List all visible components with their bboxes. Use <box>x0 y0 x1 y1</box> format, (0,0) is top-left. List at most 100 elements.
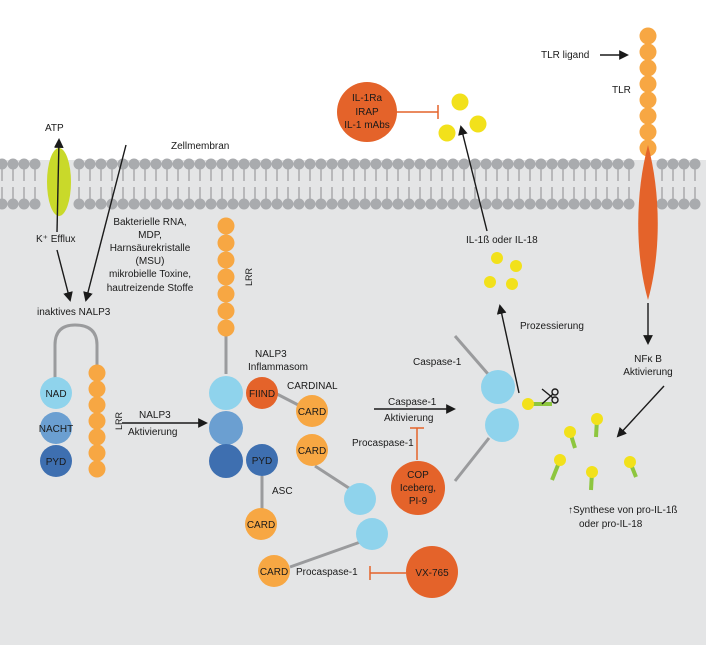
svg-text:CARD: CARD <box>260 567 288 578</box>
lipid-head <box>557 158 569 170</box>
lipid-head <box>238 158 250 170</box>
svg-text:NACHT: NACHT <box>39 424 73 435</box>
lrr-bead <box>88 444 106 462</box>
lipid-head <box>238 198 250 210</box>
lipid-head <box>524 158 536 170</box>
procaspase-card-domain: CARD <box>258 555 290 587</box>
lrr-bead <box>88 380 106 398</box>
lipid-head <box>535 158 547 170</box>
pro-il-head <box>522 398 534 410</box>
lipid-head <box>139 158 151 170</box>
lrr-bead <box>88 364 106 382</box>
fiind-domain: FIIND <box>246 377 278 409</box>
svg-text:MDP,: MDP, <box>138 230 162 241</box>
lipid-head <box>183 198 195 210</box>
lipid-head <box>359 158 371 170</box>
tlr-transmembrane <box>638 145 658 300</box>
svg-text:hautreizende Stoffe: hautreizende Stoffe <box>107 283 194 294</box>
synthesis-label-1: ↑Synthese von pro-IL-1ß <box>568 505 678 516</box>
lipid-head <box>249 198 261 210</box>
svg-text:Harnsäurekristalle: Harnsäurekristalle <box>110 243 191 254</box>
lipid-head <box>524 198 536 210</box>
processing-label: Prozessierung <box>520 321 584 332</box>
lipid-head <box>590 158 602 170</box>
lipid-head <box>249 158 261 170</box>
lrr-label-inactive: LRR <box>114 411 124 430</box>
lipid-head <box>502 158 514 170</box>
il-molecule <box>491 252 503 264</box>
trigger-list: Bakterielle RNA, MDP, Harnsäurekristalle… <box>107 217 194 294</box>
asc-pyd-domain: PYD <box>246 444 278 476</box>
synthesis-label-2: oder pro-IL-18 <box>579 519 643 530</box>
lrr-bead <box>217 251 235 269</box>
lipid-head <box>73 158 85 170</box>
lipid-head <box>293 198 305 210</box>
secretion-arrow <box>458 125 488 232</box>
lrr-bead <box>88 428 106 446</box>
svg-text:Bakterielle RNA,: Bakterielle RNA, <box>113 217 186 228</box>
il-molecule <box>506 278 518 290</box>
cop-inhibitor: COP Iceberg, PI-9 <box>391 461 445 515</box>
lipid-head <box>84 158 96 170</box>
svg-text:mikrobielle Toxine,: mikrobielle Toxine, <box>109 269 191 280</box>
pyd-domain: PYD <box>40 445 72 477</box>
svg-text:PYD: PYD <box>46 457 67 468</box>
lipid-head <box>7 158 19 170</box>
svg-text:IRAP: IRAP <box>355 107 379 118</box>
lipid-head <box>0 158 8 170</box>
k-efflux-arrow <box>56 249 73 302</box>
lipid-head <box>128 198 140 210</box>
lipid-head <box>447 158 459 170</box>
lipid-head <box>656 198 668 210</box>
lipid-head <box>381 158 393 170</box>
lipid-head <box>106 198 118 210</box>
cardinal-label: CARDINAL <box>287 381 338 392</box>
lipid-head <box>282 158 294 170</box>
lipid-head <box>18 158 30 170</box>
lipid-head <box>436 198 448 210</box>
lipid-head <box>7 198 19 210</box>
pro-il-head <box>624 456 636 468</box>
lipid-head <box>282 198 294 210</box>
caspase1-subunit-2 <box>485 408 519 442</box>
tlr-bead <box>639 59 657 77</box>
tlr-bead <box>639 43 657 61</box>
lipid-head <box>447 198 459 210</box>
lipid-head <box>260 158 272 170</box>
tlr-bead <box>639 91 657 109</box>
inflammasome-nad-domain <box>209 376 243 410</box>
svg-text:COP: COP <box>407 470 429 481</box>
lipid-head <box>469 158 481 170</box>
lipid-head <box>216 198 228 210</box>
pro-il-head <box>564 426 576 438</box>
lipid-head <box>150 158 162 170</box>
svg-text:IL-1Ra: IL-1Ra <box>352 93 382 104</box>
asc-card-domain: CARD <box>245 508 277 540</box>
lipid-head <box>403 158 415 170</box>
lipid-head <box>667 158 679 170</box>
nad-domain: NAD <box>40 377 72 409</box>
tlr-bead <box>639 107 657 125</box>
trigger-arrow <box>83 144 127 302</box>
cardinal-card-domain-2: CARD <box>296 434 328 466</box>
inflammasome-nacht-domain <box>209 411 243 445</box>
lipid-head <box>95 198 107 210</box>
tlr-bead <box>639 123 657 141</box>
lipid-head <box>161 198 173 210</box>
lrr-bead <box>88 412 106 430</box>
lipid-head <box>568 158 580 170</box>
lipid-head <box>216 158 228 170</box>
lipid-head <box>612 198 624 210</box>
card-procasp-link-2 <box>289 538 367 569</box>
lipid-head <box>271 158 283 170</box>
lipid-head <box>161 158 173 170</box>
lipid-head <box>117 198 129 210</box>
lipid-head <box>326 158 338 170</box>
procaspase-label-top: Procaspase-1 <box>352 438 414 449</box>
membrane-label: Zellmembran <box>171 141 229 152</box>
nfkb-arrow <box>616 385 665 438</box>
lrr-bead <box>217 217 235 235</box>
lipid-head <box>689 158 701 170</box>
atp-label: ATP <box>45 123 64 134</box>
tlr-receptor <box>639 27 657 157</box>
